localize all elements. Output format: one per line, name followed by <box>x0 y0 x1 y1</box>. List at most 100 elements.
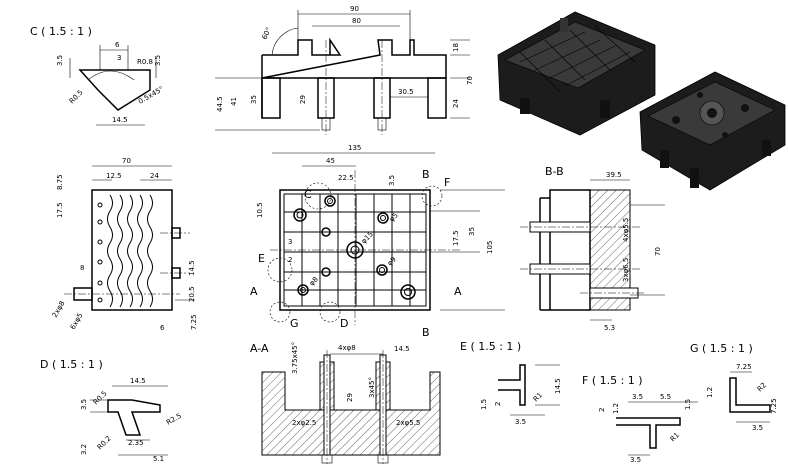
dim-c-r05: R0.5 <box>68 88 85 105</box>
dim-e-14-5: 14.5 <box>554 378 562 394</box>
dim-d-r02: R0.2 <box>96 434 113 451</box>
dim-top-phi9: φ9 <box>386 255 398 267</box>
detail-d: D ( 1.5 : 1 ) 14.5 3.5 R0.5 R2.5 R0.2 3.… <box>40 358 183 463</box>
dim-f-r1: R1 <box>669 431 681 443</box>
dim-aa-holes2b: 2xφ5.5 <box>396 419 420 427</box>
dim-e-2: 2 <box>494 402 502 406</box>
detail-c: C ( 1.5 : 1 ) 6 3 3.5 3.5 R0.8 R0.5 0.5x… <box>30 25 165 126</box>
dim-bb-holes3: 3xφ6.5 <box>622 258 630 282</box>
dim-aa-29: 29 <box>346 393 354 402</box>
dim-c-6: 6 <box>115 41 120 49</box>
dim-aa-chamfer: 3x45° <box>368 377 376 398</box>
dim-d-r25: R2.5 <box>165 412 183 427</box>
dim-f-1-5: 1.5 <box>684 399 692 410</box>
dim-aa-14-5: 14.5 <box>394 345 410 353</box>
render-3d-bottom <box>639 71 786 191</box>
dim-bb-holes4: 4xφ5.5 <box>622 218 630 242</box>
dim-top-35: 35 <box>468 227 476 236</box>
dim-f-2: 2 <box>598 408 606 412</box>
dim-front-18: 18 <box>452 43 460 52</box>
front-view: 90 80 60° 18 70 24 44.5 41 35 29 30.5 <box>215 5 474 135</box>
dim-top-45: 45 <box>326 157 335 165</box>
dim-front-90: 90 <box>350 5 359 13</box>
dim-top-phi8: φ8 <box>308 275 320 287</box>
detail-mark-g: G <box>290 317 299 330</box>
dim-left-14-5: 14.5 <box>188 260 196 276</box>
dim-front-60: 60° <box>261 26 274 41</box>
detail-f-title: F ( 1.5 : 1 ) <box>582 374 643 387</box>
dim-top-phi5: φ5 <box>388 211 400 223</box>
detail-e-title: E ( 1.5 : 1 ) <box>460 340 521 353</box>
dim-g-1-2: 1.2 <box>706 387 714 398</box>
dim-c-chamfer: 0.5x45° <box>137 85 165 106</box>
left-view-wavy-ribs <box>107 194 153 308</box>
dim-front-29: 29 <box>299 95 307 104</box>
dim-left-holes2: 2xφ8 <box>51 300 67 319</box>
dim-d-5-1: 5.1 <box>153 455 164 463</box>
dim-f-1-2: 1.2 <box>612 403 620 414</box>
dim-left-8-75: 8.75 <box>56 174 64 190</box>
dim-top-22-5: 22.5 <box>338 174 354 182</box>
dim-left-8: 8 <box>80 264 84 272</box>
dim-c-3-5a: 3.5 <box>56 55 64 66</box>
detail-mark-c: C <box>304 188 312 201</box>
dim-top-10-5: 10.5 <box>256 202 264 218</box>
dim-d-3-5: 3.5 <box>80 399 88 410</box>
section-aa-title: A-A <box>250 342 269 355</box>
section-mark-a-right: A <box>454 285 462 298</box>
dim-c-3-5b: 3.5 <box>154 55 162 66</box>
section-mark-b-bottom: B <box>422 326 430 339</box>
dim-left-holes6: 6xφ5 <box>69 312 85 331</box>
dim-front-30-5: 30.5 <box>398 88 414 96</box>
dim-front-35: 35 <box>250 95 258 104</box>
section-bb-title: B-B <box>545 165 564 178</box>
detail-mark-f: F <box>444 176 450 189</box>
dim-c-r08: R0.8 <box>137 58 153 66</box>
dim-left-12-5: 12.5 <box>106 172 122 180</box>
detail-f: F ( 1.5 : 1 ) 2 1.2 3.5 5.5 1.5 R1 3.5 <box>582 374 698 464</box>
dim-top-3: 3 <box>288 238 292 246</box>
dim-f-3-5a: 3.5 <box>632 393 643 401</box>
dim-d-r05: R0.5 <box>92 389 109 406</box>
dim-e-r1: R1 <box>532 391 544 403</box>
dim-f-5-5: 5.5 <box>660 393 671 401</box>
detail-mark-d: D <box>340 317 348 330</box>
dim-aa-holes4: 4xφ8 <box>338 344 356 352</box>
detail-g: G ( 1.5 : 1 ) 7.25 R2 1.2 7.25 3.5 <box>690 342 778 432</box>
section-aa: A-A 3.75x45° 4xφ8 14.5 3x45° 29 2xφ2.5 2… <box>250 342 441 464</box>
section-mark-a-left: A <box>250 285 258 298</box>
detail-mark-e: E <box>258 252 265 265</box>
dim-front-70: 70 <box>466 76 474 85</box>
dim-d-2-35: 2.35 <box>128 439 144 447</box>
dim-g-7-25b: 7.25 <box>770 398 778 414</box>
dim-g-3-5: 3.5 <box>752 424 763 432</box>
dim-top-105: 105 <box>486 241 494 254</box>
render-3d-top <box>497 11 656 136</box>
dim-c-3: 3 <box>117 54 121 62</box>
dim-top-3-5: 3.5 <box>388 175 396 186</box>
detail-c-title: C ( 1.5 : 1 ) <box>30 25 92 38</box>
detail-d-title: D ( 1.5 : 1 ) <box>40 358 103 371</box>
dim-e-3-5: 3.5 <box>515 418 526 426</box>
dim-front-41: 41 <box>230 97 238 106</box>
dim-top-17-5: 17.5 <box>452 230 460 246</box>
dim-front-44-5: 44.5 <box>216 96 224 112</box>
dim-left-17-5: 17.5 <box>56 202 64 218</box>
dim-front-24: 24 <box>452 99 460 108</box>
dim-left-70: 70 <box>122 157 131 165</box>
section-mark-b-top: B <box>422 168 430 181</box>
dim-d-14-5: 14.5 <box>130 377 146 385</box>
dim-c-14-5: 14.5 <box>112 116 128 124</box>
dim-left-7-25: 7.25 <box>190 314 198 330</box>
dim-f-3-5b: 3.5 <box>630 456 641 464</box>
dim-bb-39-5: 39.5 <box>606 171 622 179</box>
dim-e-1-5: 1.5 <box>480 399 488 410</box>
dim-front-80: 80 <box>352 17 361 25</box>
dim-bb-5-3: 5.3 <box>604 324 615 332</box>
dim-aa-3-75: 3.75x45° <box>291 342 299 374</box>
dim-bb-70: 70 <box>654 247 662 256</box>
dim-g-7-25: 7.25 <box>736 363 752 371</box>
left-view: 70 12.5 24 8.75 17.5 8 14.5 20.5 7.25 <box>51 157 198 332</box>
section-bb: B-B 39.5 70 4xφ5.5 3xφ6.5 5.3 <box>520 165 665 332</box>
dim-left-20-5: 20.5 <box>188 286 196 302</box>
